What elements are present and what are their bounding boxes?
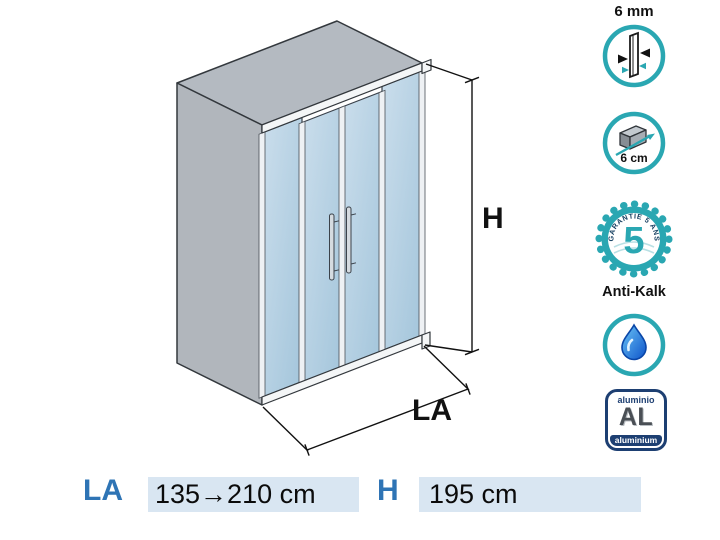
height-label: H <box>377 474 399 507</box>
door-handles <box>329 206 357 281</box>
anti-kalk-caption: Anti-Kalk <box>602 284 666 300</box>
anti-limescale-badge <box>602 313 666 377</box>
water-drop-icon <box>621 323 647 361</box>
width-dimension-label: LA <box>412 394 452 427</box>
height-dimension-label: H <box>482 202 504 235</box>
glass-pane-thickness-icon <box>618 31 650 79</box>
aluminium-abbreviation: AL <box>618 403 654 431</box>
side-wall-face <box>176 82 263 406</box>
height-dimension <box>424 63 480 356</box>
height-value: 195 cm <box>419 477 641 512</box>
aluminium-badge: aluminio AL aluminium <box>605 389 667 451</box>
glass-panel-fixed-right <box>381 70 423 352</box>
aluminium-label-en: aluminium <box>610 435 662 446</box>
profile-extension-label: 6 cm <box>620 151 647 165</box>
profile-extension-badge: 6 cm <box>602 111 666 175</box>
width-value: 135→210 cm <box>148 477 359 512</box>
enclosure-structure <box>176 20 423 406</box>
door-handle-left <box>329 213 335 281</box>
warranty-number: 5 <box>623 220 644 262</box>
bottom-rail-end-cap <box>421 331 431 350</box>
warranty-seal-badge: GARANTIE 5 ANS 5 <box>595 200 673 278</box>
top-rail-end-cap <box>421 58 432 75</box>
glass-thickness-badge <box>602 24 666 88</box>
glass-panel-fixed-left <box>261 116 303 398</box>
glass-panel-slider-left <box>301 106 343 388</box>
glass-thickness-caption: 6 mm <box>614 3 654 20</box>
width-label: LA <box>83 474 123 507</box>
door-handle-right <box>346 206 352 274</box>
aluminium-label-es: aluminio <box>617 395 655 405</box>
wall-profile-icon <box>615 125 655 157</box>
shower-door-isometric-diagram: H LA <box>176 20 504 456</box>
width-dimension <box>262 345 471 456</box>
